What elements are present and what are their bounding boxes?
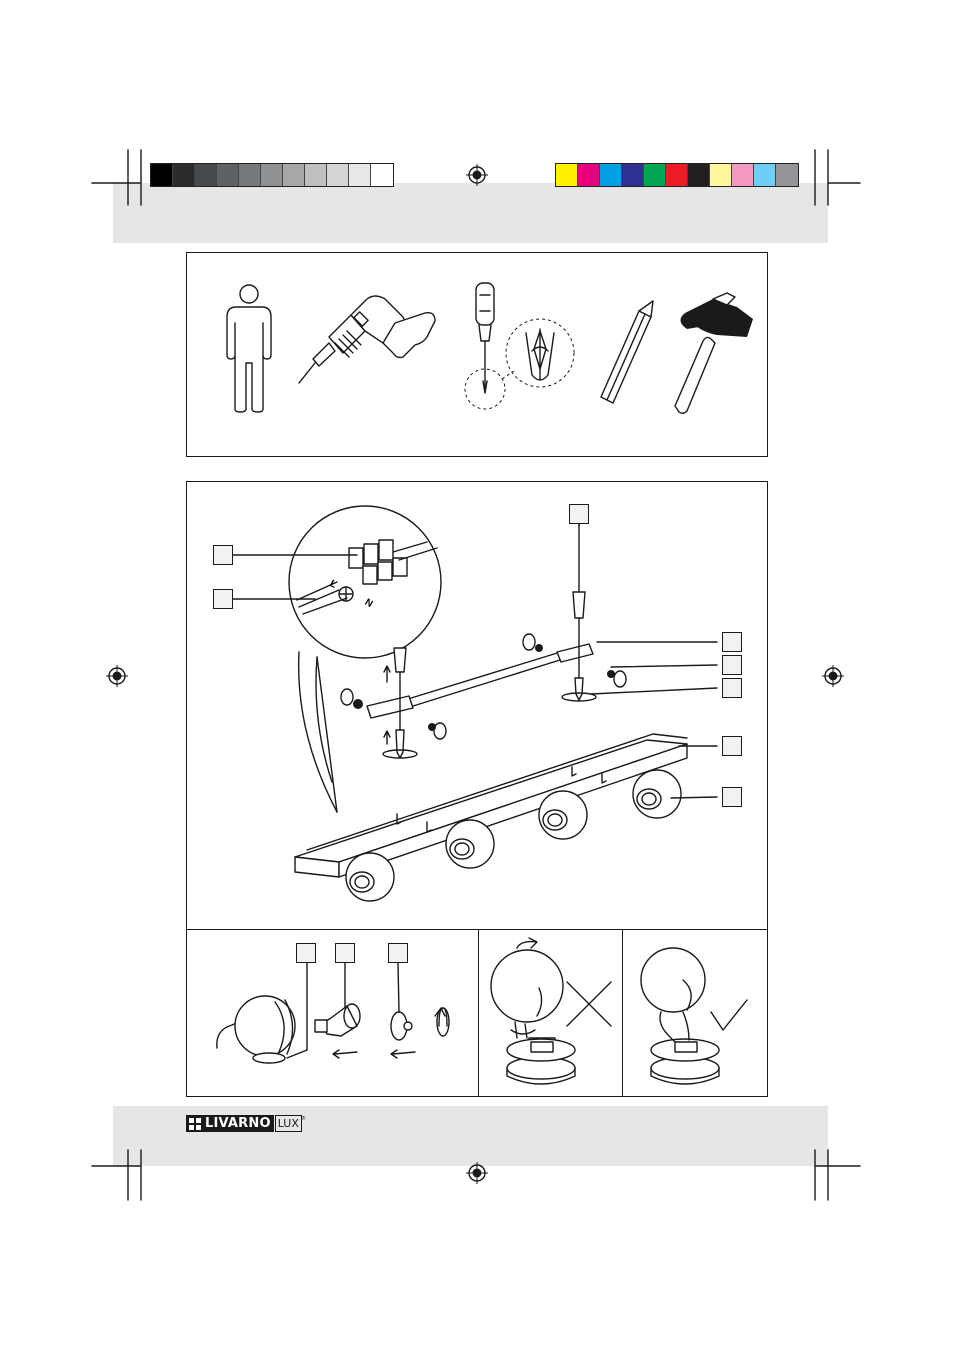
grayscale-color-bar <box>150 163 394 187</box>
tools-panel <box>186 252 768 457</box>
process-swatch-0 <box>556 164 578 186</box>
callout-wires <box>213 589 233 609</box>
gray-swatch-8 <box>327 164 349 186</box>
brand-logo-box: LIVARNO <box>186 1115 274 1132</box>
gray-swatch-9 <box>349 164 371 186</box>
correct-rotation-diagram <box>640 947 748 1085</box>
brand-suffix: LUX <box>277 1117 299 1130</box>
process-swatch-1 <box>578 164 600 186</box>
top-print-band <box>113 183 828 243</box>
hammer-icon <box>674 292 753 414</box>
callout-screw-plug <box>569 504 589 524</box>
callout-screw <box>722 678 742 698</box>
process-swatch-4 <box>644 164 666 186</box>
gray-swatch-5 <box>261 164 283 186</box>
registration-target-bottom-icon <box>466 1162 488 1184</box>
callout-lamp-head <box>296 943 316 963</box>
brand-logo: LIVARNO LUX ® <box>186 1115 306 1132</box>
correct-rotation-panel <box>622 929 768 1097</box>
brand-suffix-box: LUX ® <box>274 1115 306 1132</box>
drill-icon <box>298 295 436 384</box>
wrong-rotation-diagram <box>490 937 612 1085</box>
callout-mounting-bracket <box>722 632 742 652</box>
gray-swatch-6 <box>283 164 305 186</box>
process-swatch-3 <box>622 164 644 186</box>
bulb-replacement-panel <box>186 929 480 1097</box>
registration-target-right-icon <box>822 665 844 687</box>
bulb-replacement-diagram <box>216 962 450 1064</box>
gray-swatch-2 <box>195 164 217 186</box>
person-icon <box>226 284 272 413</box>
gray-swatch-0 <box>151 164 173 186</box>
gray-swatch-7 <box>305 164 327 186</box>
process-swatch-5 <box>666 164 688 186</box>
wrong-rotation-panel <box>478 929 624 1097</box>
assembly-panel: L N <box>186 481 768 931</box>
callout-terminal-block <box>213 545 233 565</box>
process-swatch-8 <box>732 164 754 186</box>
gray-swatch-10 <box>371 164 393 186</box>
registration-target-left-icon <box>106 665 128 687</box>
pencil-icon <box>600 300 654 404</box>
callout-spot-head <box>722 787 742 807</box>
process-swatch-6 <box>688 164 710 186</box>
screwdriver-icon <box>464 282 575 410</box>
callout-canopy <box>722 736 742 756</box>
process-swatch-9 <box>754 164 776 186</box>
process-swatch-2 <box>600 164 622 186</box>
assembly-diagram <box>230 505 718 902</box>
process-swatch-7 <box>710 164 732 186</box>
callout-nut <box>722 655 742 675</box>
brand-mark-icon <box>189 1117 201 1130</box>
brand-name: LIVARNO <box>205 1116 271 1131</box>
registered-mark: ® <box>300 1116 306 1122</box>
gray-swatch-3 <box>217 164 239 186</box>
gray-swatch-4 <box>239 164 261 186</box>
gray-swatch-1 <box>173 164 195 186</box>
process-color-bar <box>555 163 799 187</box>
process-swatch-10 <box>776 164 798 186</box>
registration-target-top-icon <box>466 164 488 186</box>
